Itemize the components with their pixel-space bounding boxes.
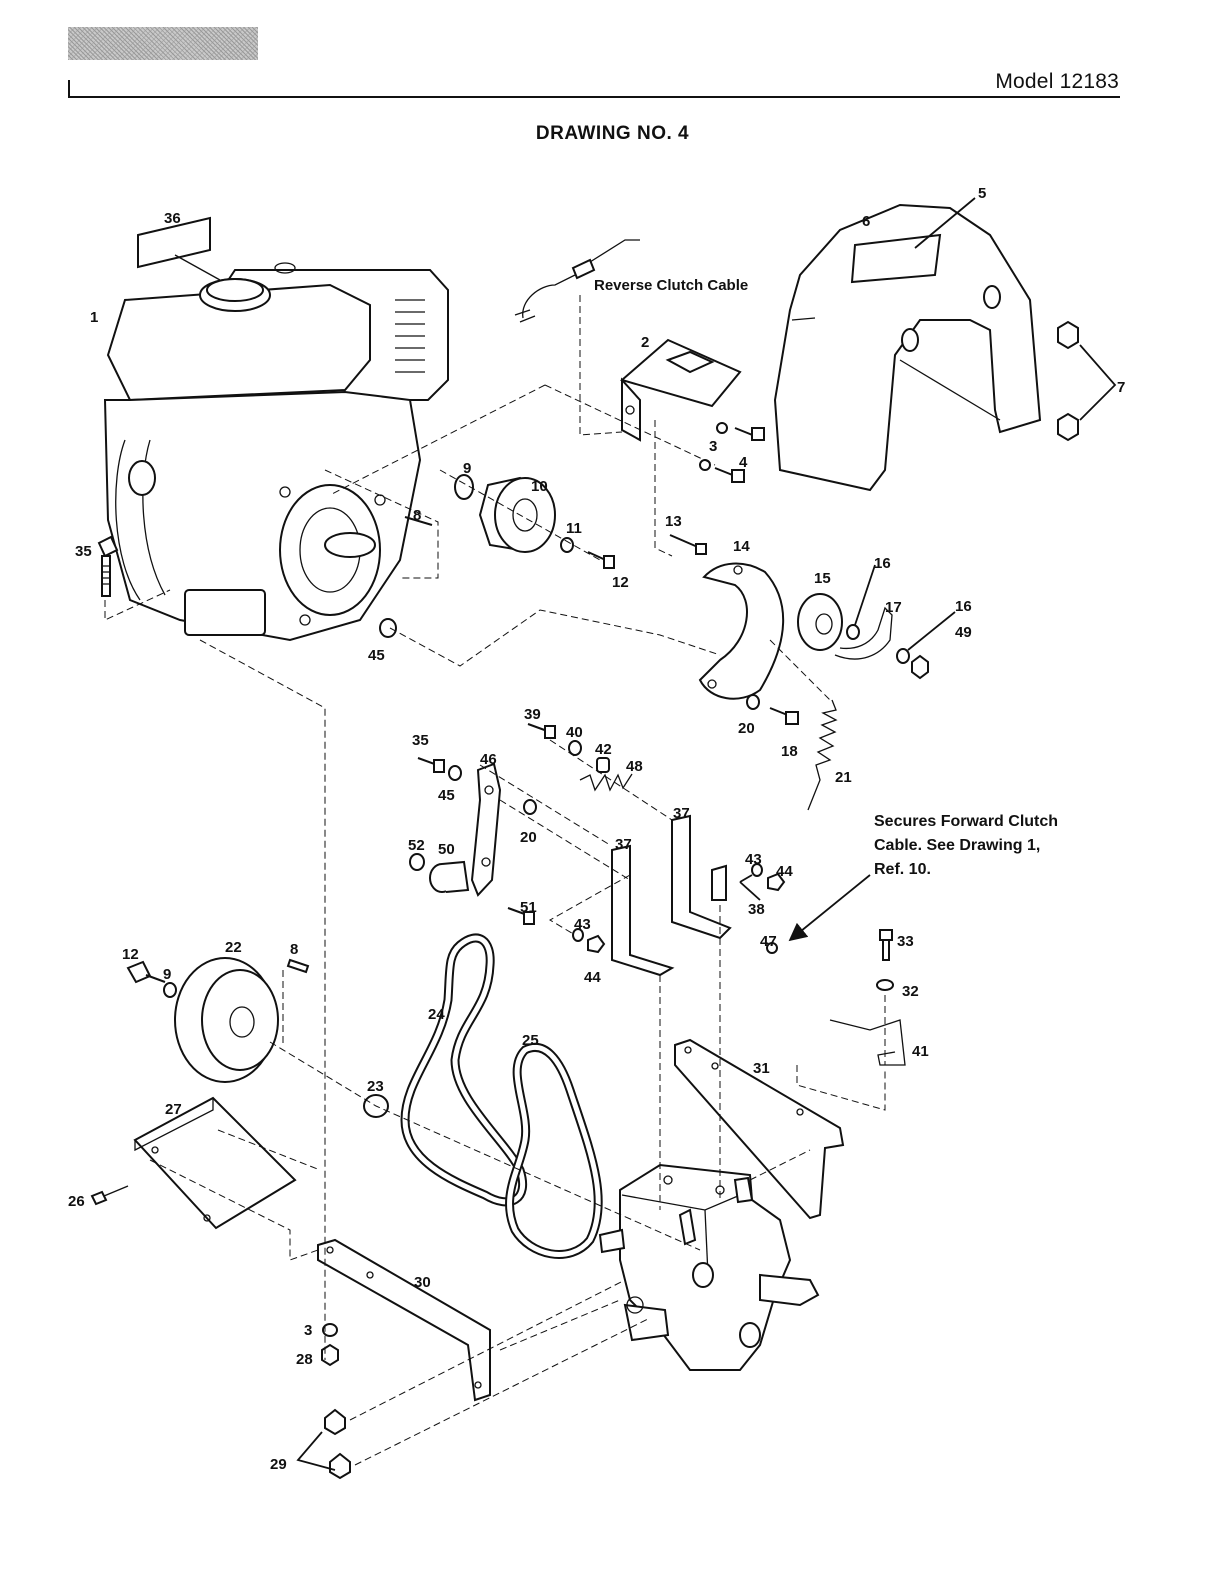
callout-12: 12 (612, 574, 629, 591)
callout-48: 48 (626, 758, 643, 775)
callout-50: 50 (438, 841, 455, 858)
callout-7: 7 (1117, 379, 1125, 396)
callout-43a: 43 (745, 851, 762, 868)
shift-rod (830, 930, 905, 1065)
callout-30: 30 (414, 1274, 431, 1291)
callout-47: 47 (760, 933, 777, 950)
callout-37b: 37 (615, 836, 632, 853)
callout-28: 28 (296, 1351, 313, 1368)
callout-24: 24 (428, 1006, 445, 1023)
callout-23: 23 (367, 1078, 384, 1095)
callout-22: 22 (225, 939, 242, 956)
engine-assembly (105, 263, 448, 640)
callout-20a: 20 (738, 720, 755, 737)
callout-4: 4 (739, 454, 748, 471)
idler-spring (808, 700, 836, 810)
forward-clutch-note-line-2: Cable. See Drawing 1, (874, 837, 1040, 854)
callout-8: 8 (413, 507, 421, 524)
callout-5: 5 (978, 185, 986, 202)
callout-3b: 3 (304, 1322, 312, 1339)
callout-44a: 44 (776, 863, 793, 880)
label-decal (138, 218, 220, 280)
callout-26: 26 (68, 1193, 85, 1210)
callout-18: 18 (781, 743, 798, 760)
callout-9: 9 (463, 460, 471, 477)
callout-45b: 45 (438, 787, 455, 804)
callout-13: 13 (665, 513, 682, 530)
callout-40: 40 (566, 724, 583, 741)
belt-guard (92, 1098, 295, 1228)
callout-12b: 12 (122, 946, 139, 963)
callout-16b: 16 (955, 598, 972, 615)
callout-33: 33 (897, 933, 914, 950)
callout-43b: 43 (574, 916, 591, 933)
callout-45a: 45 (368, 647, 385, 664)
callout-27: 27 (165, 1101, 182, 1118)
transmission (600, 1165, 818, 1370)
callout-36: 36 (164, 210, 181, 227)
cover-nut (1058, 322, 1115, 440)
callout-29: 29 (270, 1456, 287, 1473)
callout-11: 11 (566, 520, 582, 537)
engine-pulley (380, 475, 614, 637)
callout-2: 2 (641, 334, 649, 351)
callout-15: 15 (814, 570, 831, 587)
reverse-belt (510, 1047, 599, 1254)
callout-44b: 44 (584, 969, 601, 986)
callout-51: 51 (520, 899, 537, 916)
callout-14: 14 (733, 538, 750, 555)
callout-10: 10 (531, 478, 548, 495)
callout-20b: 20 (520, 829, 537, 846)
callout-42: 42 (595, 741, 612, 758)
callout-1: 1 (90, 309, 98, 326)
belt-cover (775, 205, 1040, 490)
engine-mount-bolt (99, 537, 117, 596)
left-frame-bracket (318, 1240, 490, 1400)
callout-38: 38 (748, 901, 765, 918)
callout-39: 39 (524, 706, 541, 723)
callout-49: 49 (955, 624, 972, 641)
callout-35: 35 (75, 543, 92, 560)
forward-clutch-note-line-3: Ref. 10. (874, 861, 931, 878)
forward-clutch-pointer (790, 875, 870, 940)
l-bracket (573, 816, 784, 975)
callout-25: 25 (522, 1032, 539, 1049)
callout-6: 6 (862, 213, 870, 230)
callout-9b: 9 (163, 966, 171, 983)
reverse-clutch-cable-label: Reverse Clutch Cable (594, 277, 748, 294)
callout-46: 46 (480, 751, 497, 768)
drive-belt (405, 938, 523, 1202)
drive-pulley (128, 958, 308, 1082)
callout-8b: 8 (290, 941, 298, 958)
forward-clutch-note-line-1: Secures Forward Clutch (874, 813, 1058, 830)
callout-16a: 16 (874, 555, 891, 572)
idler-arm (670, 535, 783, 699)
callout-37a: 37 (673, 805, 690, 822)
callout-41: 41 (912, 1043, 929, 1060)
callout-32: 32 (902, 983, 919, 1000)
callout-17: 17 (885, 599, 902, 616)
frame-bolts (298, 1410, 350, 1478)
callout-31: 31 (753, 1060, 770, 1077)
callout-3: 3 (709, 438, 717, 455)
callout-52: 52 (408, 837, 425, 854)
callout-21: 21 (835, 769, 852, 786)
callout-35b: 35 (412, 732, 429, 749)
